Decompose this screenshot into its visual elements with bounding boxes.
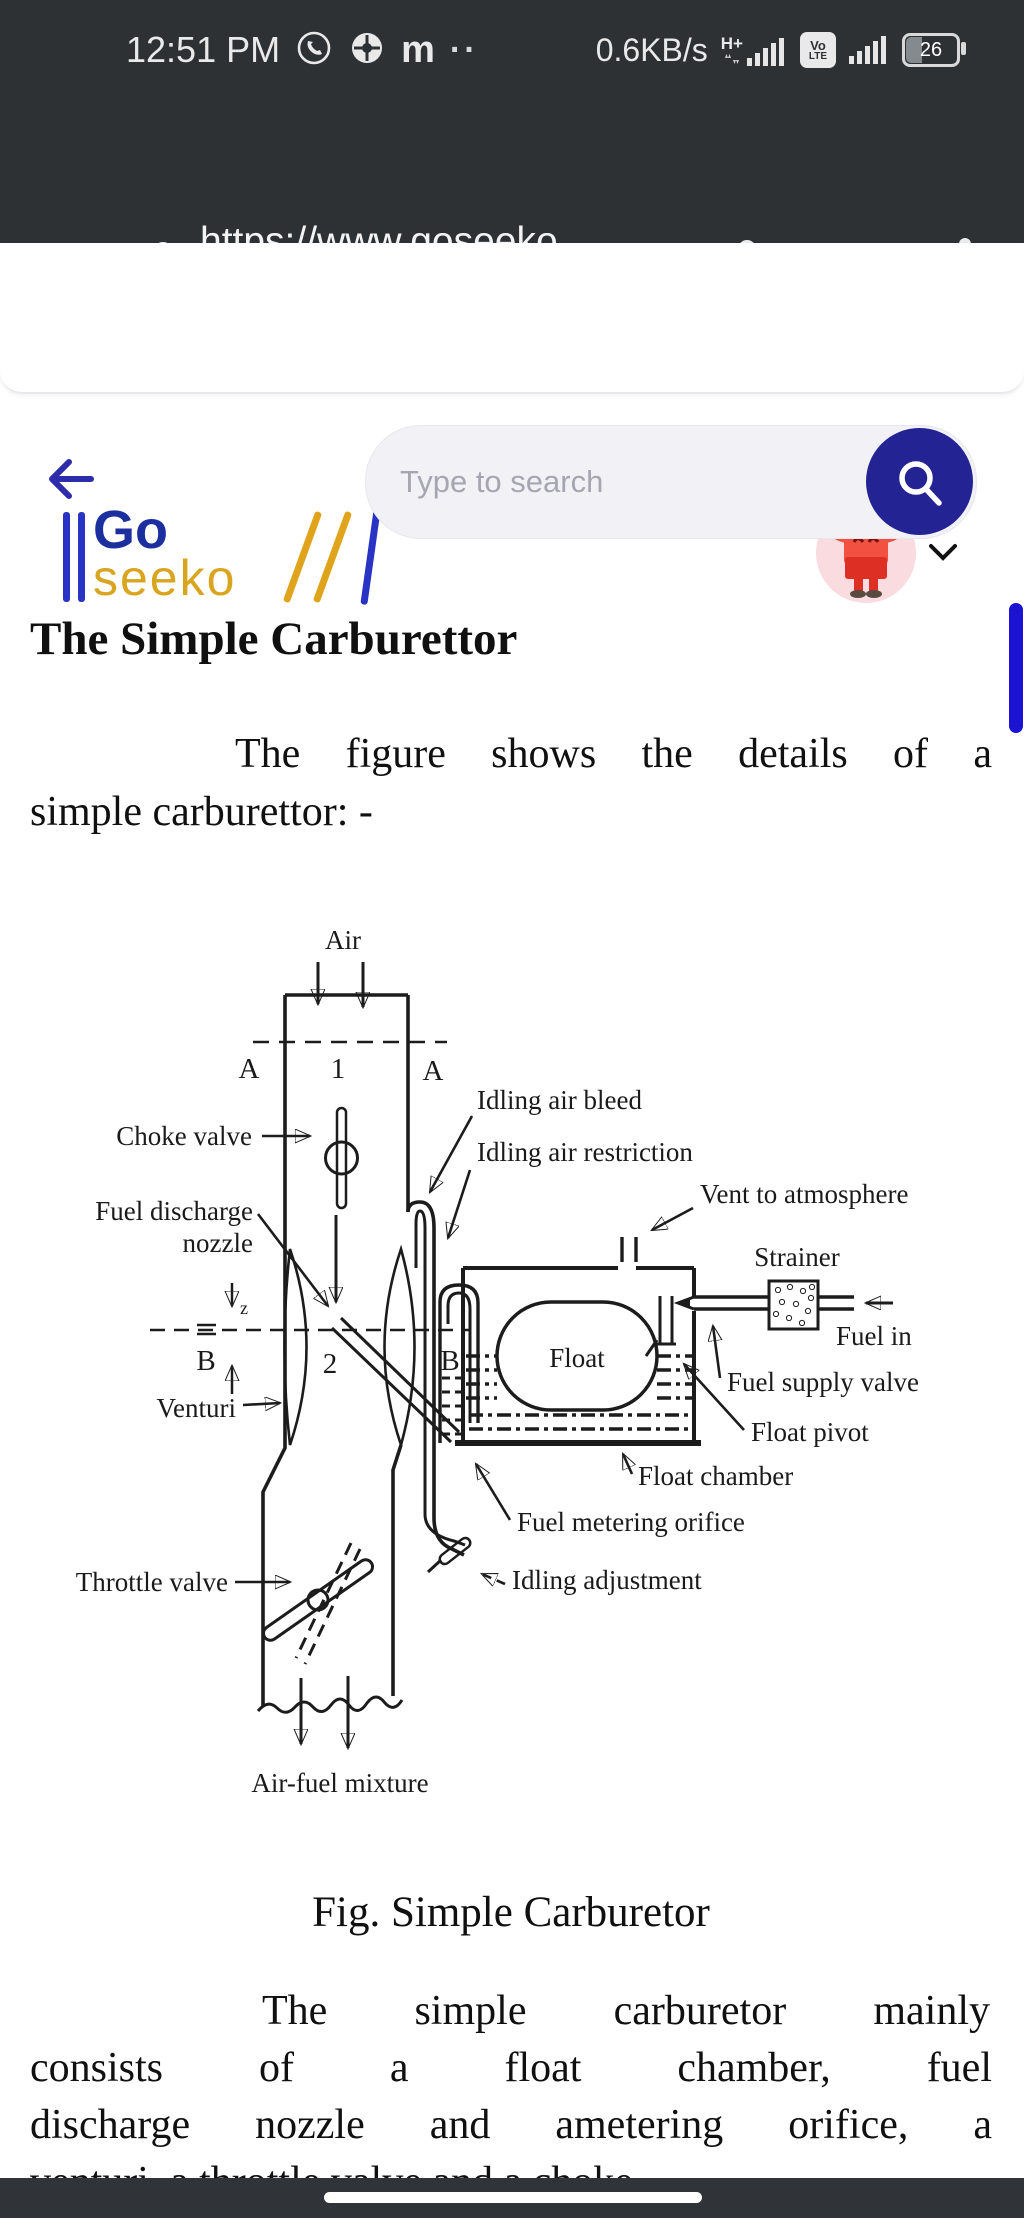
m-app-icon: m [401,28,435,71]
label-float-pivot: Float pivot [751,1417,869,1447]
scrollbar-thumb[interactable] [1009,603,1023,733]
choke-valve-part [324,1106,359,1210]
label-float-chamber: Float chamber [638,1461,793,1491]
logo-bar-3 [360,508,381,606]
paragraph2-line1: The simple carburetor mainly [262,1988,990,2034]
strainer-part [767,1279,820,1331]
logo-bar-1 [63,512,70,602]
home-gesture-pill[interactable] [324,2192,702,2203]
article-title: The Simple Carburettor [30,613,518,665]
label-strainer: Strainer [754,1242,839,1272]
volte-badge: Vo LTE [800,32,836,68]
main-air-tube [256,993,466,1714]
goseeko-logo[interactable]: Go seeko [63,500,413,609]
paragraph1-line1: The figure shows the details of a [235,731,992,777]
label-choke-valve: Choke valve [116,1121,252,1151]
mixture-arrows [301,1676,348,1748]
status-bar: 12:51 PM m ·· 0.6KB/s [0,0,1024,100]
logo-text-go: Go [93,500,168,560]
search-icon [898,460,942,506]
label-throttle-valve: Throttle valve [76,1567,228,1597]
float-chamber-walls [455,1237,701,1446]
float-body [495,1300,659,1412]
network-type-label: H+ [720,33,743,53]
paragraph2-line2: consists of a float chamber, fuel [30,2045,992,2091]
label-float: Float [549,1343,605,1373]
search-input[interactable] [398,426,832,538]
search-bar [365,425,977,539]
label-idling-air-restriction: Idling air restriction [477,1137,693,1167]
signal-bars2-icon [849,36,886,64]
figure-caption: Fig. Simple Carburetor [312,1889,710,1936]
app-circle-icon [348,29,386,72]
label-idling-adjustment: Idling adjustment [512,1565,702,1595]
well-dashes [442,1376,461,1436]
browser-address-bar: https://www.goseeko.... goseeko.com [0,100,1024,313]
site-header: Go seeko [0,243,1024,606]
battery-percent: 26 [919,38,943,61]
more-notifications-dots: ·· [449,30,479,69]
label-air-fuel-mixture: Air-fuel mixture [251,1768,428,1798]
label-fuel-supply-valve: Fuel supply valve [727,1367,919,1397]
logo-text-seeko: seeko [93,550,237,606]
search-button[interactable] [866,428,973,535]
label-section-a-right: A [423,1055,444,1087]
label-air: Air [325,925,361,955]
label-fuel-discharge: Fuel discharge [95,1196,253,1226]
fuel-supply-valve-part [644,1295,695,1357]
label-section-1: 1 [331,1053,346,1085]
back-button[interactable] [47,453,95,505]
updown-arrows-icon [724,53,739,64]
label-venturi: Venturi [157,1393,236,1423]
air-flow-arrows [318,962,363,1007]
chevron-down-icon[interactable] [928,543,958,561]
label-b-right: B [440,1345,459,1377]
carburetor-figure: Air A 1 A Choke valve Fuel discharge noz… [76,925,919,1798]
label-vent-to-atmosphere: Vent to atmosphere [700,1179,908,1209]
logo-bar-2 [78,512,85,602]
label-z: z [240,1298,248,1318]
label-fuel-in: Fuel in [836,1321,912,1351]
logo-slash-2 [312,510,353,604]
label-2: 2 [323,1348,338,1380]
well-and-idle-passages [438,1283,480,1443]
sim1-signal: H+ [721,35,787,66]
paragraph1-line2: simple carburettor: - [30,789,373,835]
fuel-inlet-pipe [694,1295,854,1311]
idling-adjustment-screw [426,1536,472,1574]
throttle-valve-part [261,1542,375,1665]
network-speed: 0.6KB/s [595,31,708,68]
battery-indicator: 26 [902,33,966,67]
whatsapp-icon [295,29,333,72]
clock: 12:51 PM [126,29,281,70]
section-line-bb [150,1283,470,1394]
label-fuel-metering-orifice: Fuel metering orifice [517,1507,745,1537]
paragraph2-line3: discharge nozzle and ametering orifice, … [30,2102,992,2148]
label-nozzle: nozzle [183,1228,253,1258]
label-b-left: B [196,1345,215,1377]
leader-lines [235,1115,745,1584]
label-idling-air-bleed: Idling air bleed [477,1085,642,1115]
signal-bars-icon [747,37,784,66]
system-navigation-bar [0,2178,1024,2218]
label-section-a-left: A [239,1053,260,1085]
venturi-walls [283,1244,416,1450]
